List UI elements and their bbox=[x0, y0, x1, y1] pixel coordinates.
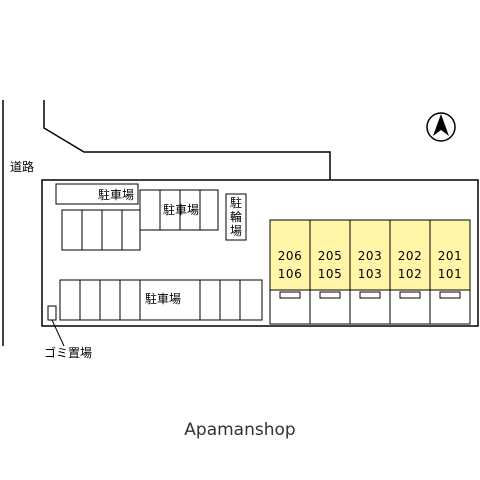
unit-lower-area bbox=[349, 289, 391, 325]
unit-step bbox=[399, 291, 421, 299]
unit-step bbox=[359, 291, 381, 299]
unit-number-upper: 206 bbox=[277, 249, 303, 263]
bicycle-parking-label-2: 輪 bbox=[230, 210, 243, 224]
parking-block-middle bbox=[139, 189, 219, 231]
unit-number-lower: 101 bbox=[437, 267, 463, 281]
parking-label-2: 駐車場 bbox=[163, 203, 200, 217]
unit-number-upper: 201 bbox=[437, 249, 463, 263]
garbage-leader-line bbox=[51, 319, 65, 347]
brand-footer: Apamanshop bbox=[184, 420, 296, 440]
garbage-label: ゴミ置場 bbox=[44, 346, 93, 360]
parking-label-3: 駐車場 bbox=[143, 292, 184, 306]
bicycle-parking-area bbox=[225, 193, 247, 241]
unit-number-upper: 205 bbox=[317, 249, 343, 263]
unit-number-upper: 202 bbox=[397, 249, 423, 263]
site-boundary-upper bbox=[43, 100, 331, 180]
unit-number-lower: 102 bbox=[397, 267, 423, 281]
parking-block-bottom bbox=[59, 279, 263, 321]
unit-number-lower: 103 bbox=[357, 267, 383, 281]
unit-number-lower: 105 bbox=[317, 267, 343, 281]
unit-step bbox=[439, 291, 461, 299]
parking-block-left bbox=[61, 209, 141, 251]
parking-label-1: 駐車場 bbox=[98, 188, 135, 202]
bicycle-parking-label-1: 駐 bbox=[230, 196, 243, 210]
north-arrow-icon bbox=[426, 112, 456, 142]
unit-number-lower: 106 bbox=[277, 267, 303, 281]
site-lot-outline bbox=[41, 179, 479, 327]
garbage-area bbox=[47, 305, 57, 321]
building bbox=[269, 219, 471, 325]
unit-block bbox=[389, 219, 431, 291]
unit-step bbox=[319, 291, 341, 299]
unit-step bbox=[279, 291, 301, 299]
road-label: 道路 bbox=[10, 160, 35, 174]
parking-bar-top bbox=[55, 183, 139, 205]
bicycle-parking-label-3: 場 bbox=[230, 224, 243, 238]
unit-block bbox=[349, 219, 391, 291]
unit-number-upper: 203 bbox=[357, 249, 383, 263]
